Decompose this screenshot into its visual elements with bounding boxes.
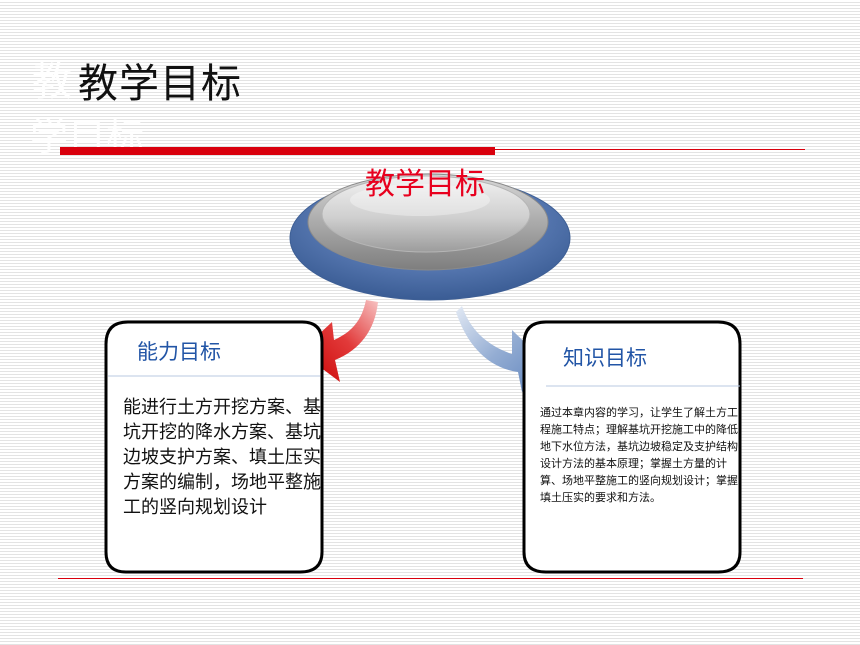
right-box-text: 通过本章内容的学习，让学生了解土方工程施工特点；理解基坑开挖施工中的降低地下水位… (540, 406, 738, 504)
center-disc-highlight (350, 184, 490, 216)
left-box-title: 能力目标 (137, 340, 221, 364)
right-objective-box (522, 320, 742, 574)
center-disc (289, 173, 571, 301)
ghost-title-text: 教 (32, 59, 73, 105)
title-underline-thin (495, 149, 805, 150)
title-underline-bar (60, 147, 495, 155)
center-disc-label: 教学目标 (365, 167, 485, 202)
right-box-title: 知识目标 (563, 346, 647, 370)
left-box-text: 能进行土方开挖方案、基坑开挖的降水方案、基坑边坡支护方案、填土压实方案的编制，场… (123, 397, 321, 518)
slide-title: 教学目标 (78, 61, 242, 107)
center-disc-top (321, 175, 531, 253)
bottom-divider-line (58, 578, 803, 579)
left-objective-box (104, 320, 324, 574)
